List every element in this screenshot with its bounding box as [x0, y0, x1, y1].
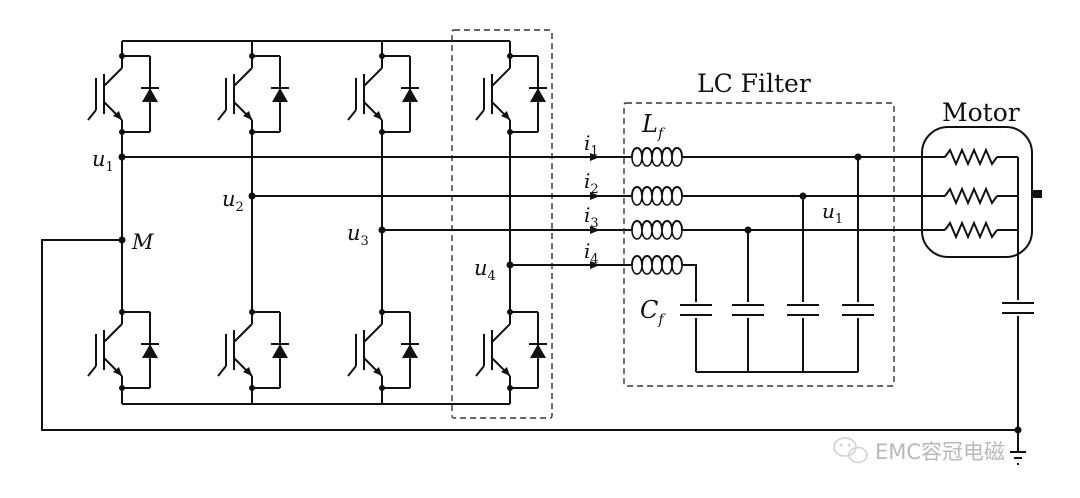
- winding-3: [944, 222, 998, 238]
- lc-filter-box: [623, 102, 895, 387]
- fourth-leg-box: [451, 29, 553, 419]
- igbt-lower-1: [87, 308, 160, 392]
- winding-2: [944, 188, 998, 204]
- capacitor-3: [731, 304, 765, 316]
- label-m: M: [131, 230, 154, 254]
- winding-1: [944, 149, 998, 165]
- igbt-lower-2: [217, 308, 290, 392]
- inductor-3: [631, 220, 683, 240]
- watermark-text: EMC容冠电磁: [875, 440, 1005, 464]
- label-i1: i1: [584, 131, 599, 159]
- motor-shaft: [1032, 190, 1042, 198]
- lc-filter-title: LC Filter: [697, 69, 811, 98]
- capacitor-4: [679, 304, 713, 316]
- igbt-upper-2: [217, 52, 290, 136]
- label-u2: u2: [222, 187, 244, 215]
- inductor-4: [631, 255, 683, 275]
- motor-body: [921, 126, 1033, 258]
- label-cf: Cf: [640, 296, 666, 328]
- inductor-2: [631, 186, 683, 206]
- wechat-icon: [833, 437, 868, 464]
- label-u1: u1: [92, 147, 114, 175]
- neutral-return-wire: [41, 239, 1018, 431]
- igbt-lower-3: [347, 308, 420, 392]
- label-i4: i4: [584, 239, 599, 267]
- label-i2: i2: [584, 169, 599, 197]
- label-lf: Lf: [641, 110, 666, 142]
- label-u3: u3: [347, 221, 369, 249]
- label-u1-output: u1: [822, 199, 843, 227]
- capacitor-2: [786, 304, 820, 316]
- igbt-lower-4: [475, 308, 548, 392]
- igbt-upper-1: [87, 52, 160, 136]
- label-u4: u4: [474, 256, 496, 284]
- capacitor-1: [841, 304, 875, 316]
- igbt-upper-3: [347, 52, 420, 136]
- label-i3: i3: [584, 203, 599, 231]
- motor-title: Motor: [942, 98, 1020, 127]
- igbt-upper-4: [475, 52, 548, 136]
- inductor-1: [631, 147, 683, 167]
- motor-ground-capacitor: [1001, 302, 1035, 314]
